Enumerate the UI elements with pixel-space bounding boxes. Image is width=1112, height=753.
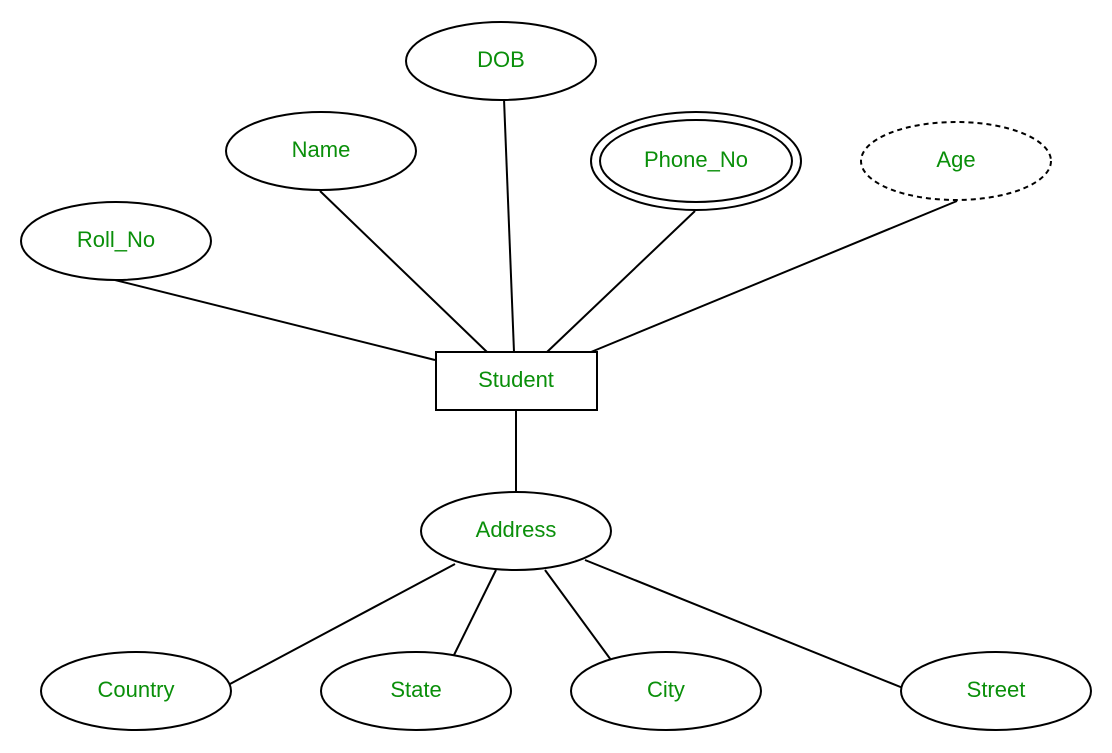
attribute-phone-no-inner-ellipse xyxy=(599,119,793,203)
attribute-country-label: Country xyxy=(97,677,174,702)
entity-student-box xyxy=(435,351,598,411)
attribute-roll-no-label: Roll_No xyxy=(77,227,155,252)
attribute-street[interactable]: Street xyxy=(900,651,1092,731)
line-address-city xyxy=(544,569,612,661)
attribute-city[interactable]: City xyxy=(570,651,762,731)
attribute-age[interactable]: Age xyxy=(860,121,1052,201)
attribute-dob[interactable]: DOB xyxy=(405,21,597,101)
entity-student[interactable]: Student xyxy=(435,351,598,411)
attribute-address-ellipse xyxy=(420,491,612,571)
line-dob-student xyxy=(503,98,515,353)
attribute-country[interactable]: Country xyxy=(40,651,232,731)
attribute-name-label: Name xyxy=(292,137,351,162)
attribute-country-ellipse xyxy=(40,651,232,731)
attribute-street-ellipse xyxy=(900,651,1092,731)
attribute-address-label: Address xyxy=(476,517,557,542)
attribute-state[interactable]: State xyxy=(320,651,512,731)
line-name-student xyxy=(319,190,488,353)
attribute-state-ellipse xyxy=(320,651,512,731)
connector-lines xyxy=(114,98,958,689)
attribute-phone-no-label: Phone_No xyxy=(644,147,748,172)
attribute-roll-no[interactable]: Roll_No xyxy=(20,201,212,281)
line-phone-student xyxy=(546,210,696,353)
attribute-age-label: Age xyxy=(936,147,975,172)
attribute-phone-no[interactable]: Phone_No xyxy=(590,111,802,211)
attribute-name-ellipse xyxy=(225,111,417,191)
attribute-roll-no-ellipse xyxy=(20,201,212,281)
attribute-city-label: City xyxy=(647,677,685,702)
attribute-dob-ellipse xyxy=(405,21,597,101)
line-address-street xyxy=(584,559,904,689)
line-age-student xyxy=(590,200,958,353)
line-address-country xyxy=(229,563,456,685)
line-address-state xyxy=(453,569,497,656)
entity-student-label: Student xyxy=(478,367,554,392)
attribute-name[interactable]: Name xyxy=(225,111,417,191)
attribute-state-label: State xyxy=(390,677,441,702)
line-rollno-student xyxy=(114,279,436,361)
attribute-street-label: Street xyxy=(967,677,1026,702)
attribute-dob-label: DOB xyxy=(477,47,525,72)
attribute-address[interactable]: Address xyxy=(420,491,612,571)
attribute-city-ellipse xyxy=(570,651,762,731)
attribute-age-ellipse xyxy=(860,121,1052,201)
